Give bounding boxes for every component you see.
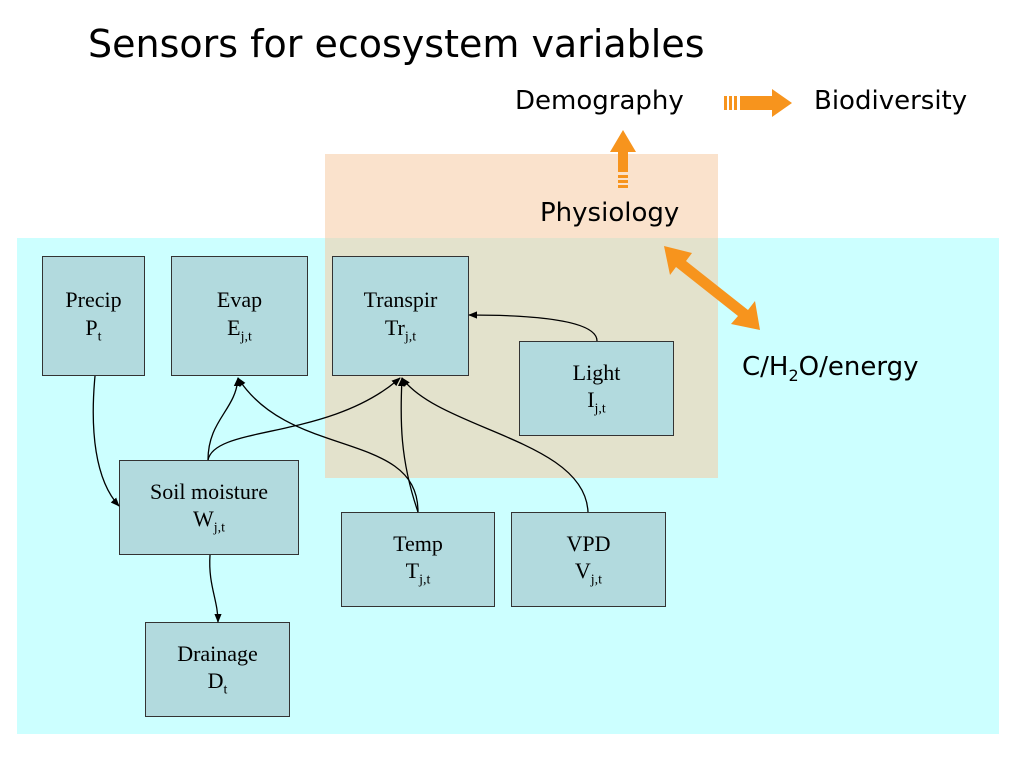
edge-temp-transpir	[397, 377, 419, 513]
arrow-demography-biodiversity	[724, 89, 792, 117]
node-evap-symbol-line: Ej,t	[227, 314, 252, 346]
edge-soil-transpir	[207, 377, 401, 461]
biodiversity-label: Biodiversity	[814, 86, 968, 116]
node-vpd-name: VPD	[566, 530, 611, 556]
node-drainage-symbol-line: Dt	[208, 667, 228, 699]
node-light-subscript: j,t	[594, 401, 606, 417]
node-light-symbol-line: Ij,t	[587, 386, 606, 418]
node-drainage: Drainage Dt	[145, 622, 290, 717]
node-transpir: Transpir Trj,t	[332, 256, 469, 376]
node-precip-symbol-line: Pt	[85, 314, 101, 346]
node-evap-subscript: j,t	[240, 329, 252, 345]
fluxes-prefix: C/H	[742, 352, 789, 382]
fluxes-subscript: 2	[788, 366, 799, 386]
node-transpir-name: Transpir	[363, 287, 438, 313]
node-temp-name: Temp	[393, 530, 443, 556]
node-temp-symbol: T	[405, 558, 420, 584]
node-vpd-symbol: V	[574, 558, 591, 584]
node-precip-subscript: t	[97, 329, 102, 345]
edge-temp-evap	[237, 377, 419, 513]
node-vpd-symbol-line: Vj,t	[575, 557, 602, 589]
node-precip: Precip Pt	[42, 256, 145, 376]
node-vpd-subscript: j,t	[590, 572, 603, 588]
node-temp-symbol-line: Tj,t	[406, 557, 431, 589]
fluxes-suffix: O/energy	[798, 352, 919, 382]
node-light-name: Light	[572, 359, 621, 385]
node-soil-symbol: W	[192, 506, 214, 532]
node-drainage-symbol: D	[207, 668, 224, 694]
node-vpd: VPD Vj,t	[511, 512, 666, 607]
edge-vpd-transpir	[401, 377, 589, 513]
edge-soil-evap	[207, 377, 242, 461]
node-transpir-symbol: Tr	[384, 314, 405, 340]
node-drainage-subscript: t	[223, 682, 228, 698]
page-title: Sensors for ecosystem variables	[88, 22, 705, 66]
node-evap-name: Evap	[216, 287, 263, 313]
node-soil-symbol-line: Wj,t	[193, 505, 225, 537]
edge-precip-soil	[92, 375, 120, 507]
node-precip-symbol: P	[85, 314, 98, 340]
node-light-symbol: I	[587, 387, 595, 413]
node-soil-subscript: j,t	[213, 520, 226, 536]
node-evap: Evap Ej,t	[171, 256, 308, 376]
edge-soil-drainage	[209, 554, 222, 623]
node-soil-name: Soil moisture	[150, 478, 268, 504]
node-drainage-name: Drainage	[177, 640, 258, 666]
arrow-physiology-fluxes	[664, 246, 760, 330]
node-precip-name: Precip	[65, 287, 122, 313]
node-soil-moisture: Soil moisture Wj,t	[119, 460, 299, 555]
node-temp-subscript: j,t	[419, 572, 431, 588]
arrow-physiology-demography	[610, 130, 636, 188]
node-evap-symbol: E	[227, 314, 241, 340]
node-temp: Temp Tj,t	[341, 512, 495, 607]
edge-light-transpir	[468, 311, 598, 342]
node-light: Light Ij,t	[519, 341, 674, 436]
physiology-label: Physiology	[540, 198, 680, 228]
node-transpir-subscript: j,t	[404, 329, 417, 345]
node-transpir-symbol-line: Trj,t	[385, 314, 416, 346]
demography-label: Demography	[515, 86, 684, 116]
fluxes-label: C/H2O/energy	[742, 352, 918, 385]
